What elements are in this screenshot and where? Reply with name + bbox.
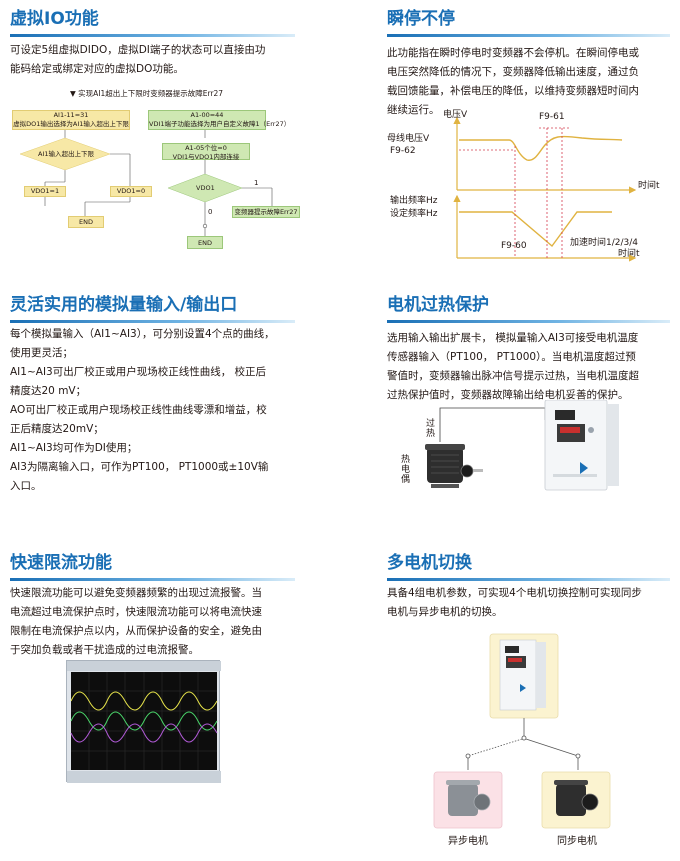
text-line: AO可出厂校正或用户现场校正线性曲线零漂和增益，校	[10, 404, 267, 416]
multi-motor-text: 具备4组电机参数，可实现4个电机切换控制可实现同步 电机与异步电机的切换。	[387, 584, 672, 622]
section-underline	[387, 320, 670, 323]
text-line: 电机与异步电机的切换。	[387, 606, 503, 618]
text-line: 具备4组电机参数，可实现4个电机切换控制可实现同步	[387, 587, 642, 599]
text-line: AI1~AI3可出厂校正或用户现场校正线性曲线， 校正后	[10, 366, 267, 378]
flow-branch-zero: 0	[208, 208, 213, 216]
wave-accel: 加速时间1/2/3/4	[570, 238, 639, 248]
label-char: 电	[401, 465, 411, 475]
current-limit-text: 快速限流功能可以避免变频器频繁的出现过流报警。当 电流超过电流保护点时，快速限流…	[10, 584, 302, 660]
flow-end-right: END	[187, 236, 223, 249]
text-line: 能码给定或绑定对应的虚拟DO功能。	[10, 63, 184, 75]
wave-f9-62: F9-62	[390, 146, 416, 156]
virtual-io-text: 可设定5组虚拟DIDO，虚拟DI端子的状态可以直接由功 能码给定或绑定对应的虚拟…	[10, 41, 302, 79]
text-line: 继续运行。	[387, 104, 440, 116]
text-line: 过热保护值时，变频器故障输出给电机妥善的保护。	[387, 389, 629, 401]
section-underline	[10, 320, 295, 323]
wave-set-freq: 设定频率Hz	[390, 209, 438, 219]
text-line: 电流超过电流保护点时，快速限流功能可以将电流快速	[10, 606, 262, 618]
text-line: 使用更灵活；	[10, 347, 73, 359]
power-loss-waveform: 电压V 母线电压V F9-62 F9-61 时间t 输出频率Hz 设定频率Hz …	[387, 110, 677, 262]
power-loss-text: 此功能指在瞬时停电时变频器不会停机。在瞬间停电或 电压突然降低的情况下，变频器降…	[387, 44, 672, 120]
flow-box-line: VDI1端子功能选择为用户自定义故障1（Err27）	[149, 120, 291, 128]
text-line: 快速限流功能可以避免变频器频繁的出现过流报警。当	[10, 587, 262, 599]
text-line: 警值时，变频器输出脉冲信号提示过热，当电机温度超	[387, 370, 639, 382]
motor-heat-illustration: 过 热 热 电 偶	[385, 400, 675, 495]
flow-end-left: END	[68, 216, 104, 228]
flow-decision-vdo1: VDO1	[196, 184, 215, 192]
text-line: 精度达20 mV；	[10, 385, 87, 397]
label-char: 热	[426, 429, 436, 439]
sync-motor-label: 同步电机	[557, 836, 597, 847]
text-line: 正后精度达20mV；	[10, 423, 104, 435]
text-line: 每个模拟量输入（AI1~AI3），可分别设置4个点的曲线，	[10, 328, 275, 340]
flow-box-line: 虚拟DO1输出选择为AI1输入超出上下限	[13, 120, 129, 128]
virtual-io-flowchart: ▼ 实现AI1超出上下限时变频器提示故障Err27 AI1-11=31 虚拟DO…	[10, 86, 302, 261]
flowchart-lines	[19, 130, 273, 236]
text-line: 传感器输入（PT100， PT1000）。当电机温度超过预	[387, 351, 636, 363]
flowchart-heading: ▼ 实现AI1超出上下限时变频器提示故障Err27	[70, 89, 224, 98]
section-title-virtual-io: 虚拟IO功能	[10, 9, 99, 29]
section-title-analog-io: 灵活实用的模拟量输入/输出口	[10, 295, 238, 315]
text-line: 电压突然降低的情况下，变频器降低输出速度，通过负	[387, 66, 639, 78]
flow-box-fault: 变频器提示故障Err27	[232, 206, 300, 218]
text-line: 限制在电流保护点以内，从而保护设备的安全，避免由	[10, 625, 262, 637]
flow-branch-one: 1	[254, 179, 259, 187]
text-line: AI3为隔离输入口，可作为PT100， PT1000或±10V输	[10, 461, 269, 473]
wave-time-lower: 时间t	[618, 249, 640, 259]
wave-voltage-axis: 电压V	[443, 110, 468, 120]
flow-decision-ai1: AI1输入超出上下限	[38, 150, 94, 158]
wave-out-freq: 输出频率Hz	[390, 196, 438, 206]
flow-box-vdo1-0: VDO1=0	[110, 186, 152, 197]
analog-io-text: 每个模拟量输入（AI1~AI3），可分别设置4个点的曲线， 使用更灵活； AI1…	[10, 325, 310, 496]
text-line: AI1~AI3均可作为DI使用；	[10, 442, 138, 454]
flow-box-line: AI1-11=31	[53, 111, 89, 119]
section-underline	[387, 578, 670, 581]
text-line: 可设定5组虚拟DIDO，虚拟DI端子的状态可以直接由功	[10, 44, 266, 56]
section-underline	[387, 34, 670, 37]
section-analog-io: 灵活实用的模拟量输入/输出口	[10, 295, 302, 325]
section-power-loss: 瞬停不停	[387, 9, 672, 39]
flow-box-a1-05: A1-05个位=0 VDI1与VDO1内部连接	[162, 143, 250, 161]
flow-box-line: A1-00=44	[190, 111, 224, 119]
section-title-power-loss: 瞬停不停	[387, 9, 455, 29]
thermocouple-label: 热 电 偶	[401, 455, 411, 485]
wave-bus-voltage: 母线电压V	[387, 134, 430, 144]
flow-box-ai1-setting: AI1-11=31 虚拟DO1输出选择为AI1输入超出上下限	[12, 110, 130, 130]
overheat-label: 过 热	[426, 419, 436, 439]
label-char: 偶	[401, 475, 411, 485]
section-current-limit: 快速限流功能	[10, 553, 302, 583]
text-line: 载回馈能量，补偿电压的降低，以维持变频器短时间内	[387, 85, 639, 97]
multi-motor-svg	[433, 633, 611, 829]
motor-heat-svg	[425, 400, 619, 491]
flow-box-vdo1-1: VDO1=1	[24, 186, 66, 197]
section-title-current-limit: 快速限流功能	[10, 553, 112, 573]
wave-time-upper: 时间t	[638, 181, 660, 191]
section-multi-motor: 多电机切换	[387, 553, 672, 583]
flow-box-a1-setting: A1-00=44 VDI1端子功能选择为用户自定义故障1（Err27）	[148, 110, 291, 130]
motor-heat-text: 选用输入输出扩展卡， 模拟量输入AI3可接受电机温度 传感器输入（PT100， …	[387, 329, 672, 405]
flow-box-line: A1-05个位=0	[185, 144, 227, 152]
section-title-multi-motor: 多电机切换	[387, 553, 472, 573]
wave-f9-60: F9-60	[501, 241, 527, 251]
label-char: 过	[426, 419, 436, 429]
section-motor-heat: 电机过热保护	[387, 295, 672, 325]
waveform-svg	[453, 116, 637, 262]
text-line: 选用输入输出扩展卡， 模拟量输入AI3可接受电机温度	[387, 332, 639, 344]
async-motor-label: 异步电机	[448, 836, 488, 847]
label-char: 热	[401, 455, 411, 465]
text-line: 此功能指在瞬时停电时变频器不会停机。在瞬间停电或	[387, 47, 639, 59]
oscilloscope-screen	[66, 660, 221, 783]
oscilloscope-svg	[67, 661, 221, 783]
text-line: 于突加负载或者干扰造成的过电流报警。	[10, 644, 199, 656]
flow-box-line: VDI1与VDO1内部连接	[172, 153, 240, 161]
section-virtual-io: 虚拟IO功能	[10, 9, 302, 39]
section-title-motor-heat: 电机过热保护	[387, 295, 489, 315]
text-line: 入口。	[10, 480, 42, 492]
section-underline	[10, 34, 295, 37]
section-underline	[10, 578, 295, 581]
wave-f9-61: F9-61	[539, 112, 565, 122]
multi-motor-illustration: 异步电机 同步电机	[420, 632, 620, 852]
